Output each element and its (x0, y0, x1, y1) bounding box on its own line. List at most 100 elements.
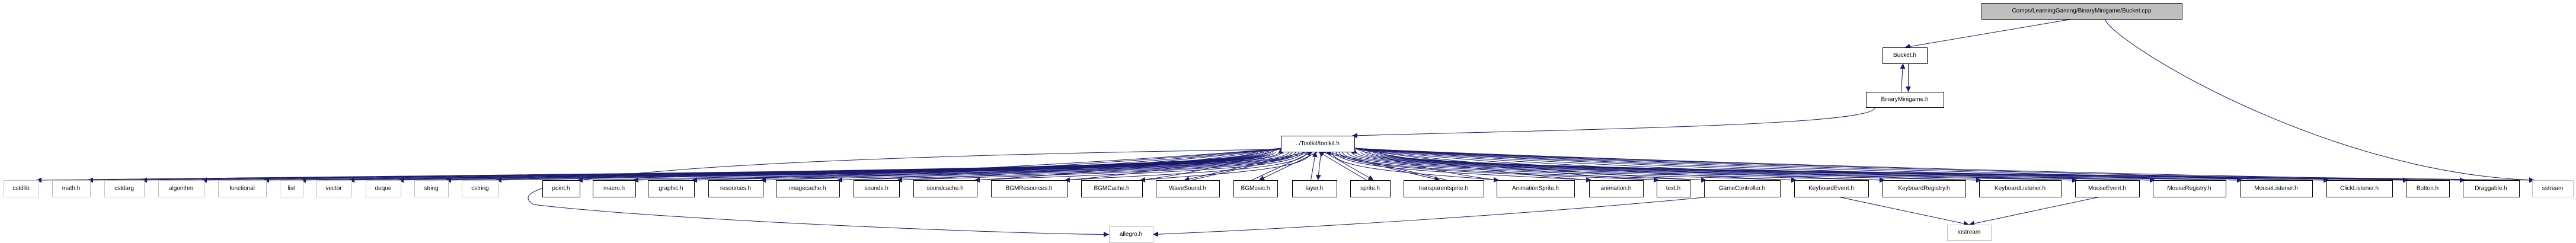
node-layer-h[interactable]: layer.h (1292, 180, 1337, 197)
node-iostream: iostream (1947, 225, 1992, 241)
node-soundcache-h[interactable]: soundcache.h (913, 180, 977, 197)
node-label: cstdlib (12, 186, 30, 192)
node-keyboardregistry-h[interactable]: KeyboardRegistry.h (1883, 180, 1966, 197)
node-label: list (287, 186, 295, 192)
node-box (1883, 47, 1928, 64)
node-box (2463, 180, 2520, 197)
node-animation-h[interactable]: animation.h (1589, 180, 1644, 197)
node-label: functional (229, 186, 255, 192)
edge-toolkit_h-to-mouseevent_h (1360, 151, 2078, 183)
edge-layer_h-to-toolkit_h (1311, 151, 1318, 181)
node-box (1589, 180, 1644, 197)
edge-toolkit_h-to-deque (398, 151, 1271, 183)
node-label: transparentsprite.h (1419, 186, 1468, 192)
node-label: Button.h (2417, 186, 2438, 192)
node-transparentsprite-h[interactable]: transparentsprite.h (1404, 180, 1484, 197)
node-animationsprite-h[interactable]: AnimationSprite.h (1497, 180, 1575, 197)
node-bgmcache-h[interactable]: BGMCache.h (1081, 180, 1143, 197)
node-label: sstream (2542, 186, 2564, 192)
edge-toolkit_h-to-sstream (1379, 151, 2535, 183)
node-draggable-h[interactable]: Draggable.h (2463, 180, 2520, 197)
node-math-h: math.h (52, 180, 91, 197)
node-macro-h[interactable]: macro.h (593, 180, 636, 197)
node-box (2326, 180, 2393, 197)
node-comps-learninggaming-binaryminigame-bucket-cpp[interactable]: Comps/LearningGaming/BinaryMinigame/Buck… (1981, 3, 2182, 20)
edge-keyboardevent_h-to-iostream (1838, 196, 1970, 226)
node-box (913, 180, 977, 197)
node-box (52, 180, 91, 197)
node-mouselistener-h[interactable]: MouseListener.h (2240, 180, 2313, 197)
edge-gamecontroller_h-to-allegro_h (1152, 196, 1711, 237)
node-graphic-h[interactable]: graphic.h (648, 180, 695, 197)
node-label: MouseEvent.h (2088, 186, 2126, 192)
edge-toolkit_h-to-list (300, 151, 1267, 183)
node-clicklistener-h[interactable]: ClickListener.h (2326, 180, 2393, 197)
node-box (648, 180, 695, 197)
edge-wavesound_h-to-toolkit_h (1191, 150, 1313, 181)
node-sprite-h[interactable]: sprite.h (1350, 180, 1391, 197)
node-box (776, 180, 840, 197)
edge-toolkit_h-to-mouselistener_h (1369, 151, 2243, 183)
node-point-h[interactable]: point.h (542, 180, 580, 197)
node-label: KeyboardEvent.h (1808, 186, 1854, 192)
edge-bucket_cpp-to-bucket_h (1904, 18, 2073, 49)
node-imagecache-h[interactable]: imagecache.h (776, 180, 840, 197)
node-wavesound-h[interactable]: WaveSound.h (1156, 180, 1220, 197)
node-button-h[interactable]: Button.h (2406, 180, 2450, 197)
node-mouseevent-h[interactable]: MouseEvent.h (2075, 180, 2140, 197)
edge-toolkit_h-to-transparentsprite_h (1320, 151, 1440, 182)
node-box (316, 180, 352, 197)
node-label: sprite.h (1360, 186, 1380, 192)
node-mouseregistry-h[interactable]: MouseRegistry.h (2153, 180, 2226, 197)
edge-toolkit_h-to-imagecache_h (836, 151, 1296, 183)
node-box (1704, 180, 1781, 197)
node-box (2153, 180, 2226, 197)
node-label: soundcache.h (926, 186, 963, 192)
node-box (104, 180, 145, 197)
node-keyboardevent-h[interactable]: KeyboardEvent.h (1794, 180, 1869, 197)
node-label: text.h (1666, 186, 1680, 192)
node-box (1281, 136, 1355, 152)
node-allegro-h: allegro.h (1109, 226, 1153, 243)
edge-binaryminigame_h-to-toolkit_h (1351, 107, 1876, 139)
node-keyboardlistener-h[interactable]: KeyboardListener.h (1979, 180, 2062, 197)
node-toolkit-toolkit-h[interactable]: ../Toolkit/toolkit.h (1281, 136, 1355, 152)
edge-binaryminigame_h-to-bucket_h (1900, 63, 1906, 92)
node-label: animation.h (1601, 186, 1632, 192)
node-sounds-h[interactable]: sounds.h (854, 180, 900, 197)
node-label: sounds.h (864, 186, 889, 192)
edge-animation_h-to-toolkit_h (1352, 148, 1592, 181)
node-label: Comps/LearningGaming/BinaryMinigame/Buck… (2012, 8, 2152, 14)
node-box (1794, 180, 1869, 197)
edge-transparentsprite_h-to-toolkit_h (1325, 150, 1447, 181)
node-box (414, 180, 449, 197)
node-text-h[interactable]: text.h (1657, 180, 1690, 197)
node-label: Draggable.h (2475, 186, 2507, 192)
node-sstream: sstream (2532, 180, 2574, 197)
node-gamecontroller-h[interactable]: GameController.h (1704, 180, 1781, 197)
node-label: KeyboardRegistry.h (1898, 186, 1949, 192)
node-bgmusic-h[interactable]: BGMusic.h (1233, 180, 1278, 197)
node-box (991, 180, 1068, 197)
node-label: math.h (62, 186, 81, 192)
edge-sprite_h-to-toolkit_h (1318, 151, 1367, 181)
node-bgmresources-h[interactable]: BGMResources.h (991, 180, 1068, 197)
edge-bgmusic_h-to-toolkit_h (1251, 151, 1313, 181)
node-binaryminigame-h[interactable]: BinaryMinigame.h (1866, 92, 1944, 108)
node-resources-h[interactable]: resources.h (708, 180, 763, 197)
edge-toolkit_h-to-cstdarg (141, 151, 1258, 183)
edge-bgmcache_h-to-toolkit_h (1139, 148, 1283, 181)
node-label: AnimationSprite.h (1512, 186, 1559, 192)
node-box (1657, 180, 1690, 197)
node-box (1979, 180, 2062, 197)
node-string: string (414, 180, 449, 197)
edge-bucket_cpp-to-sstream (2105, 18, 2535, 183)
node-bucket-h[interactable]: Bucket.h (1883, 47, 1928, 64)
node-deque: deque (366, 180, 401, 197)
node-label: string (424, 186, 438, 192)
node-label: deque (375, 186, 392, 192)
edge-bgmresources_h-to-toolkit_h (1064, 148, 1283, 181)
node-label: cstdarg (114, 186, 134, 192)
node-box (1292, 180, 1337, 197)
